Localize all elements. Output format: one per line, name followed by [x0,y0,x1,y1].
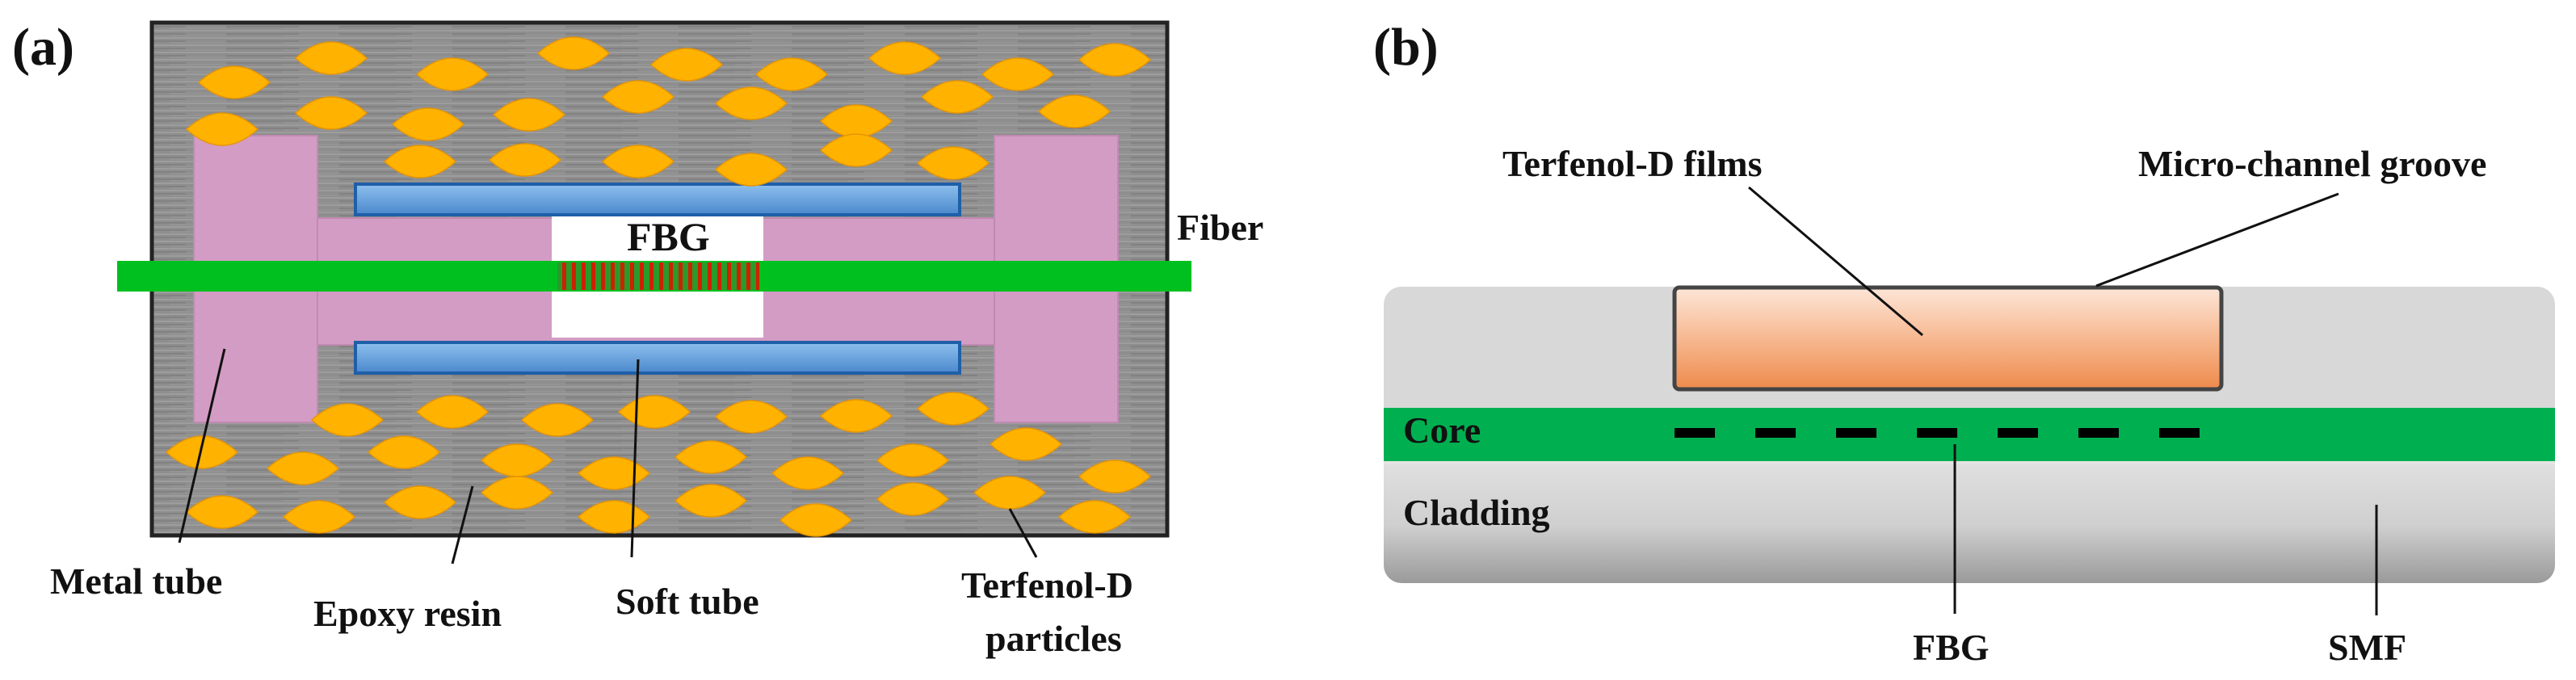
leader-films [1748,186,1923,337]
terfenol-d-particle [601,145,675,178]
fbg-dashes [1675,428,2200,438]
terfenol-d-particle [973,476,1047,510]
groove-label: Micro-channel groove [2138,143,2486,184]
terfenol-d-particle [916,392,990,426]
terfenol-d-particle [920,80,994,114]
terfenol-d-particle [492,98,566,132]
terfenol-d-particle [714,86,788,120]
terfenol-d-particle [714,153,788,187]
terfenol-d-particle [391,107,465,141]
leader-soft-tube [630,359,640,558]
terfenol-d-particle [577,456,651,490]
terfenol-d-particle [185,495,259,529]
terfenol-d-particle [367,435,441,469]
leader-epoxy-resin [451,485,474,565]
terfenol-d-particle [819,104,893,138]
terfenol-d-particles [165,36,1152,537]
smf-label: SMF [2328,627,2406,668]
leader-groove [2095,192,2339,288]
soft-tube-bottom [354,341,961,375]
terfenol-d-particle [185,112,259,146]
terfenol-d-particle [876,482,950,516]
terfenol-label-line1: Terfenol-D [961,565,1133,606]
fbg-dash [2159,428,2200,438]
core-label: Core [1403,409,1481,451]
terfenol-d-particle [714,400,788,434]
terfenol-label-line2: particles [985,618,1122,659]
terfenol-d-particle [649,48,724,82]
terfenol-d-particle [1037,94,1112,128]
soft-tube-label: Soft tube [616,581,759,622]
fbg-dash [1755,428,1796,438]
soft-tube-top [354,183,961,216]
terfenol-d-particle [383,485,457,519]
leader-terfenol-particles [1008,508,1038,558]
terfenol-d-particle [488,143,562,177]
terfenol-d-particle [674,484,748,518]
leader-metal-tube [178,348,226,544]
terfenol-d-particle [981,57,1055,91]
panel-b-tag: (b) [1373,18,1439,77]
terfenol-d-particle [294,96,368,130]
terfenol-d-particle [819,399,893,433]
terfenol-d-particle [754,57,829,91]
terfenol-d-particle [536,36,611,70]
panel-b: (b) Terfenol-D films Micro-channel groov… [1373,18,2555,668]
terfenol-d-particle [601,80,675,114]
terfenol-d-particle [266,451,340,485]
fbg-dash [1836,428,1876,438]
cladding-lower [1384,440,2555,583]
fiber-core [1384,408,2555,461]
terfenol-d-particle [415,395,490,429]
terfenol-d-particle [383,145,457,178]
terfenol-d-particle [916,146,990,180]
terfenol-d-particle [989,427,1063,461]
films-label: Terfenol-D films [1502,143,1763,184]
terfenol-d-particle [480,443,554,477]
terfenol-d-particle [819,133,893,167]
epoxy-resin-label: Epoxy resin [313,593,502,634]
terfenol-d-particle [310,403,385,437]
terfenol-d-particle [771,456,845,490]
panel-a: (a) FBG Fiber Metal tube Ep [12,18,1263,659]
terfenol-d-particle [165,435,239,469]
fiber-label: Fiber [1177,207,1263,248]
terfenol-d-particle [197,65,271,99]
fbg-label: FBG [627,214,710,259]
terfenol-d-particle [520,403,595,437]
terfenol-d-particle [480,476,554,510]
fbg-grating [557,262,759,290]
fbg-dash [1998,428,2038,438]
fbg-dash [1675,428,1715,438]
terfenol-d-particle [294,41,368,75]
terfenol-d-particle [674,440,748,474]
terfenol-d-particle [1078,460,1152,493]
panel-a-tag: (a) [12,18,74,77]
terfenol-d-particle [1057,500,1132,534]
metal-tube-label: Metal tube [50,560,222,602]
terfenol-d-particle [779,503,853,537]
terfenol-d-particle [868,41,942,75]
terfenol-d-particle [1078,43,1152,77]
terfenol-d-film [1672,285,2224,392]
terfenol-d-particle [415,57,490,91]
fbg-label-b: FBG [1913,627,1990,668]
fbg-dash [2078,428,2119,438]
terfenol-d-particle [876,443,950,477]
fbg-dash [1917,428,1957,438]
terfenol-d-particle [282,500,356,534]
cladding-label: Cladding [1403,492,1550,533]
